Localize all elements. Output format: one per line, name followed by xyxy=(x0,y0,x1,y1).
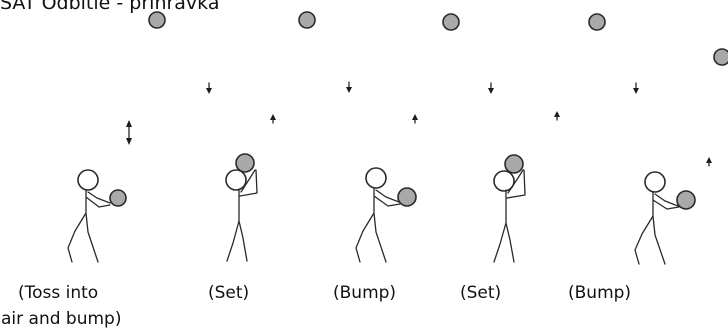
down-arrow-2 xyxy=(346,81,352,93)
player-2-set xyxy=(225,153,258,262)
down-arrow-4 xyxy=(633,82,639,94)
caption-set-2: (Set) xyxy=(460,283,502,303)
player-5-bump xyxy=(634,171,696,265)
ball-in-flight-4 xyxy=(588,13,606,31)
toss-double-arrow xyxy=(126,120,132,145)
caption-toss-line-1: (Toss into xyxy=(18,283,99,303)
up-arrow-1 xyxy=(270,114,276,124)
caption-set-1: (Set) xyxy=(208,283,250,303)
caption-bump-1: (Bump) xyxy=(333,283,397,303)
caption-toss-line-2: air and bump) xyxy=(1,309,122,329)
down-arrow-1 xyxy=(206,82,212,94)
player-3-bump xyxy=(355,167,417,263)
ball-in-flight-1 xyxy=(148,11,166,29)
up-arrow-3 xyxy=(554,111,560,121)
player-4-set xyxy=(493,154,526,263)
down-arrow-3 xyxy=(488,82,494,94)
player-1-toss-and-bump xyxy=(67,169,127,263)
diagram-title: SAT Odbitie - prihrávka xyxy=(0,0,220,14)
ball-in-flight-5 xyxy=(713,48,728,66)
ball-in-flight-3 xyxy=(442,13,460,31)
up-arrow-4 xyxy=(706,157,712,167)
caption-bump-2: (Bump) xyxy=(568,283,632,303)
up-arrow-2 xyxy=(412,114,418,124)
ball-in-flight-2 xyxy=(298,11,316,29)
